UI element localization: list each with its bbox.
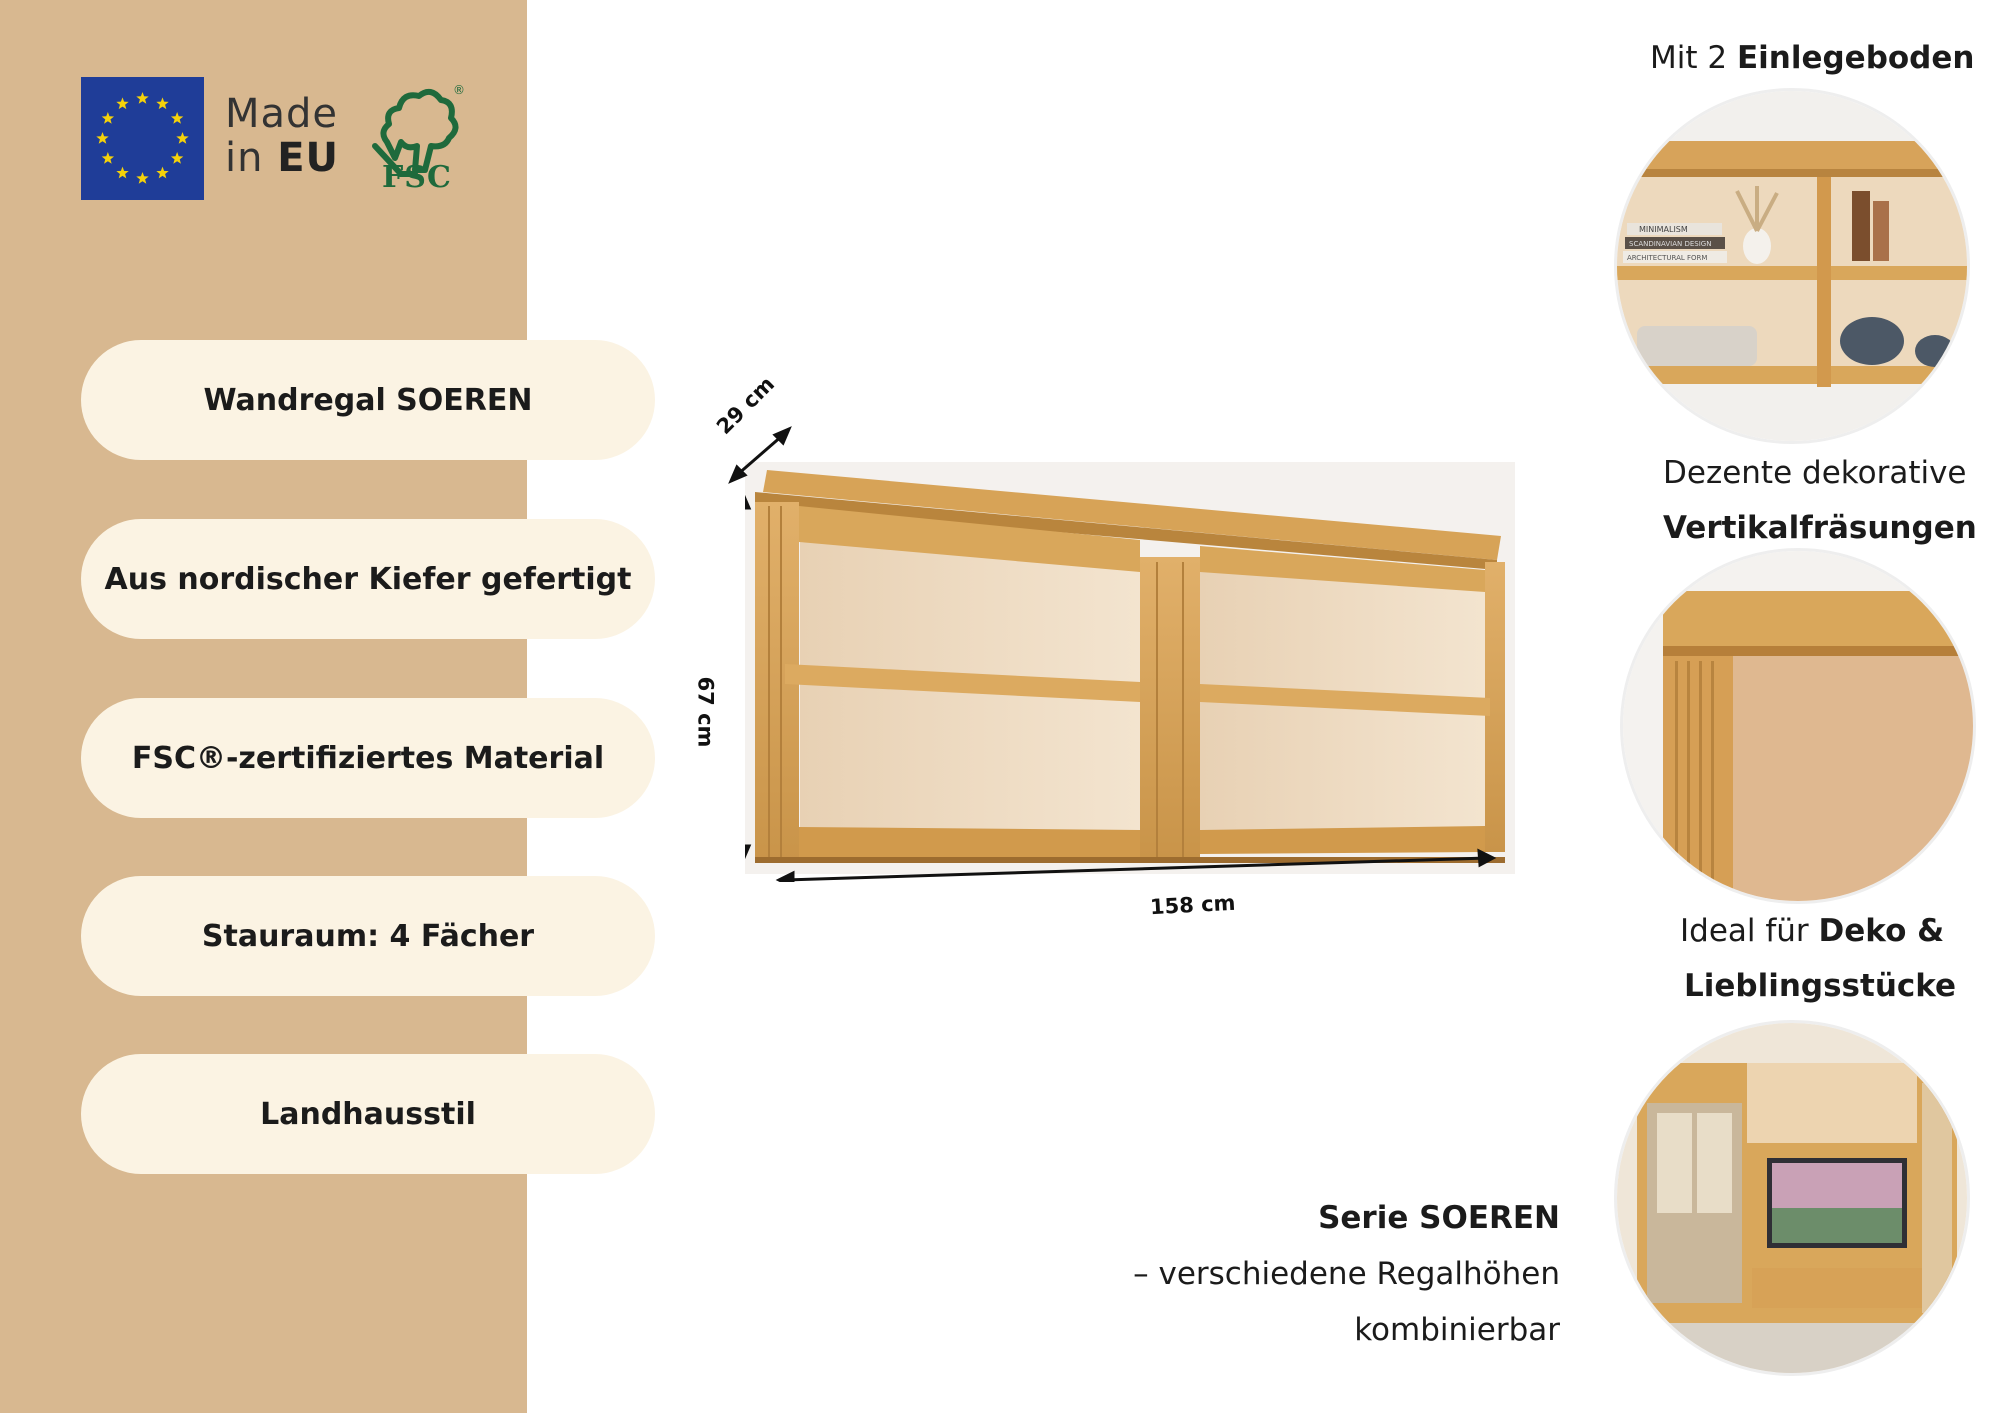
eu-star-icon: [156, 166, 169, 179]
eu-star-icon: [101, 112, 115, 124]
made-line2-bold: EU: [277, 135, 339, 181]
eu-star-icon: [96, 132, 109, 144]
made-line2-prefix: in: [225, 135, 278, 181]
eu-star-icon: [170, 152, 184, 164]
book-title-2: SCANDINAVIAN DESIGN: [1629, 240, 1711, 248]
eu-star-icon: [156, 97, 169, 110]
feature-label: Aus nordischer Kiefer gefertigt: [104, 561, 632, 597]
detail1-bold: Einlegeboden: [1736, 40, 1975, 76]
detail-image-milling: [1620, 548, 1976, 904]
eu-flag-icon: [81, 77, 204, 200]
feature-pill: Wandregal SOEREN: [81, 340, 655, 460]
detail-image-living-room: [1614, 1020, 1970, 1376]
eu-star-icon: [136, 172, 149, 184]
eu-star-icon: [116, 166, 129, 179]
feature-pill: FSC®-zertifiziertes Material: [81, 698, 655, 818]
detail1-caption: Mit 2 Einlegeboden: [1650, 40, 1974, 76]
serie-line3: kombinierbar: [1354, 1312, 1560, 1348]
fsc-tree-icon: ®: [372, 83, 465, 177]
serie-title: Serie SOEREN: [1318, 1200, 1560, 1236]
detail1-prefix: Mit 2: [1650, 40, 1737, 76]
serie-line2: – verschiedene Regalhöhen: [1133, 1256, 1560, 1292]
product-shelf-image: [745, 462, 1515, 882]
height-dimension-label: 67 cm: [693, 676, 718, 748]
made-line1: Made: [225, 91, 339, 137]
made-line2: in EU: [225, 136, 339, 180]
eu-star-icon: [136, 92, 149, 104]
fsc-registered-mark: ®: [453, 83, 465, 97]
width-dimension-label: 158 cm: [1149, 890, 1237, 920]
eu-star-icon: [116, 97, 129, 110]
book-title-3: ARCHITECTURAL FORM: [1627, 254, 1707, 262]
feature-pill: Landhausstil: [81, 1054, 655, 1174]
book-title-1: MINIMALISM: [1639, 225, 1688, 234]
feature-label: FSC®-zertifiziertes Material: [131, 740, 605, 776]
detail3-bold: Deko &: [1818, 913, 1945, 949]
detail3-prefix: Ideal für: [1680, 913, 1819, 949]
detail2-caption-line2: Vertikalfräsungen: [1663, 510, 1977, 546]
detail3-caption-line1: Ideal für Deko &: [1680, 913, 1944, 949]
feature-label: Landhausstil: [260, 1096, 476, 1132]
fsc-text: FSC: [382, 160, 452, 195]
depth-arrow-icon: [728, 426, 792, 484]
feature-label: Stauraum: 4 Fächer: [201, 918, 535, 954]
eu-star-icon: [170, 112, 184, 124]
detail3-caption-line2: Lieblingsstücke: [1684, 968, 1957, 1004]
feature-pill: Stauraum: 4 Fächer: [81, 876, 655, 996]
detail2-caption-line1: Dezente dekorative: [1663, 455, 1967, 491]
eu-star-icon: [176, 132, 189, 144]
eu-star-icon: [101, 152, 115, 164]
made-in-eu-label: Made in EU: [225, 92, 339, 180]
feature-label: Wandregal SOEREN: [203, 382, 533, 418]
detail-image-shelves: MINIMALISM SCANDINAVIAN DESIGN ARCHITECT…: [1614, 88, 1970, 444]
feature-pill: Aus nordischer Kiefer gefertigt: [81, 519, 655, 639]
